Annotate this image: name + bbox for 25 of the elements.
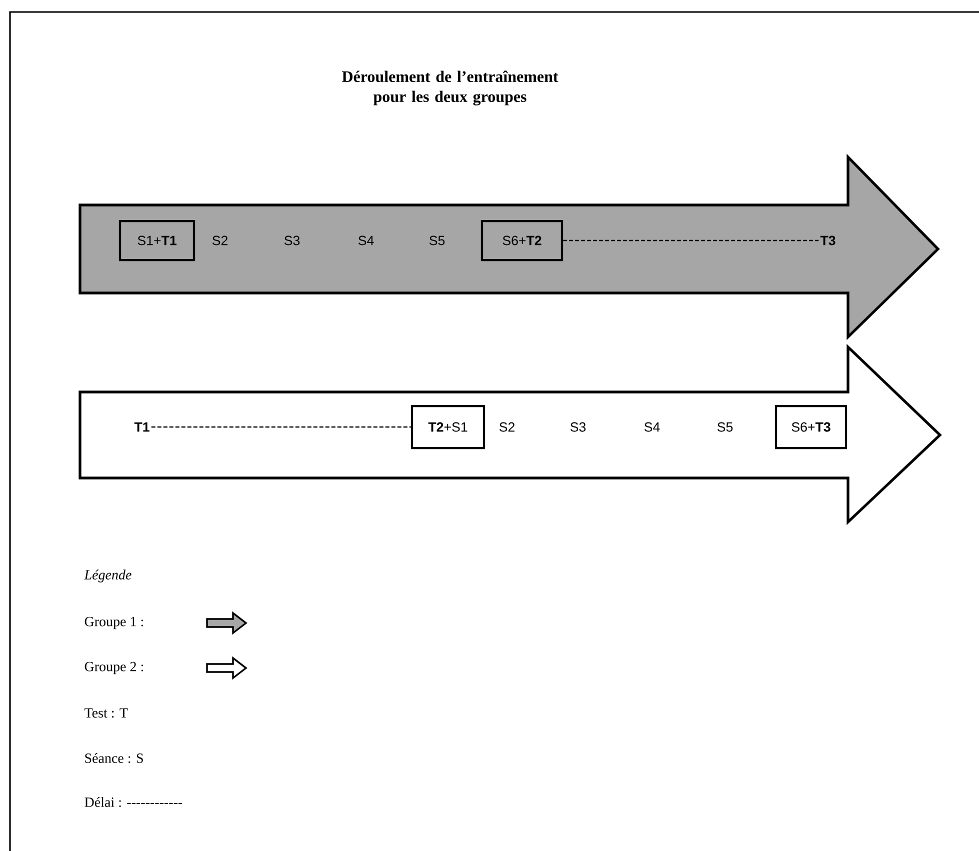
session-label: S3 xyxy=(284,236,300,246)
delay-line xyxy=(151,426,411,428)
test-label: T1 xyxy=(134,422,150,432)
timeline-arrow xyxy=(78,154,940,340)
session-label: S5 xyxy=(429,236,445,246)
test-label: T3 xyxy=(820,236,836,246)
timeline-arrow xyxy=(78,344,942,526)
legend-text: Test : T xyxy=(84,708,128,718)
session-label: S5 xyxy=(717,422,733,432)
session-label: S2 xyxy=(212,236,228,246)
session-box: S6+T2 xyxy=(480,220,564,262)
session-label: S4 xyxy=(644,422,660,432)
session-label: S3 xyxy=(570,422,586,432)
delay-line xyxy=(563,240,819,242)
legend-heading: Légende xyxy=(84,570,132,582)
legend-text: Groupe 2 : xyxy=(84,662,144,674)
legend-text: Délai : ------------ xyxy=(84,797,182,807)
legend-text: Groupe 1 : xyxy=(84,616,144,630)
title: Déroulement de l’entraînement pour les deux groupes xyxy=(342,70,558,106)
session-box: T2+S1 xyxy=(410,404,486,450)
session-box: S1+T1 xyxy=(118,220,196,262)
session-label: S2 xyxy=(499,422,514,432)
legend-text: Séance : S xyxy=(85,753,143,763)
session-box: S6+T3 xyxy=(774,404,848,450)
session-label: S4 xyxy=(358,236,374,246)
